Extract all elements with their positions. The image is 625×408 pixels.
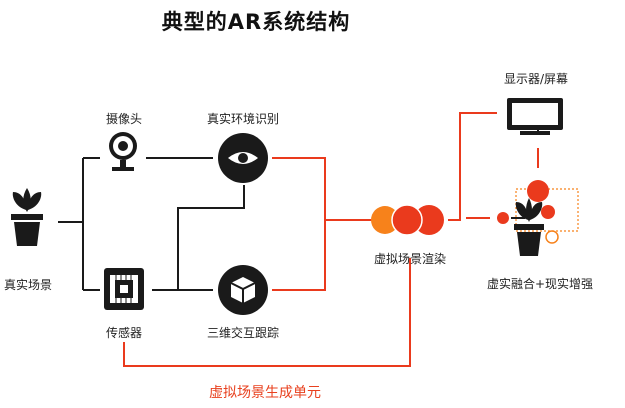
diagram-title: 典型的AR系统结构 — [161, 10, 351, 34]
tracking-3d-label: 三维交互跟踪 — [206, 326, 279, 340]
red-connectors — [123, 112, 539, 367]
env-recognition-label: 真实环境识别 — [206, 112, 279, 126]
fusion-plant-icon — [497, 180, 579, 256]
virtual-render-label: 虚拟场景渲染 — [373, 252, 446, 266]
render-circles-icon — [371, 204, 444, 236]
sensor-chip-icon — [104, 268, 144, 310]
eye-recognition-icon — [218, 133, 268, 183]
virtual-scene-unit-label: 虚拟场景生成单元 — [209, 385, 321, 401]
sensor-label: 传感器 — [105, 326, 142, 340]
fusion-label: 虚实融合+现实增强 — [486, 277, 594, 291]
camera-label: 摄像头 — [105, 112, 142, 126]
cube-tracking-icon — [218, 265, 268, 315]
monitor-icon — [507, 98, 563, 135]
camera-icon — [109, 132, 137, 171]
real-scene-plant-icon — [11, 188, 43, 246]
real-scene-label: 真实场景 — [3, 278, 52, 292]
display-label: 显示器/屏幕 — [503, 72, 569, 86]
